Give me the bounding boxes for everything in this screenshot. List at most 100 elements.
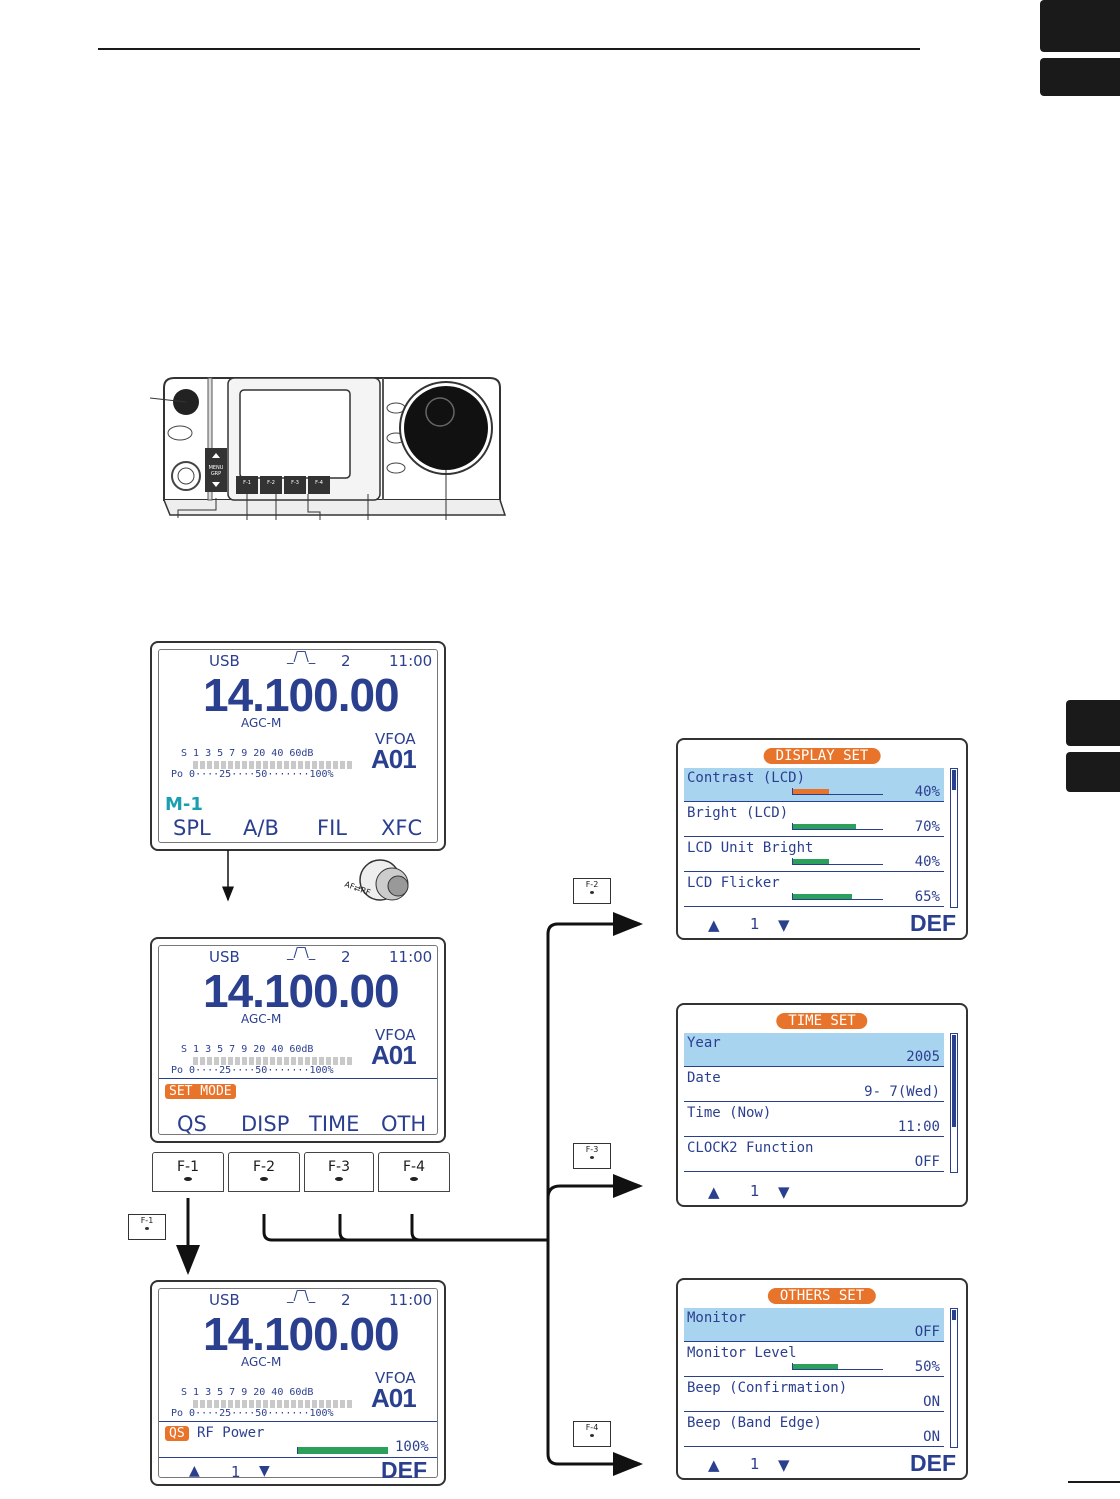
qs-item-label: RF Power [197, 1425, 265, 1441]
display-set-row-flicker-value: 65% [914, 889, 940, 905]
others-set-row-beep-edge-label: Beep (Band Edge) [687, 1415, 822, 1431]
function-key-f1-label: F-1 [176, 1159, 199, 1175]
others-set-scroll-thumb[interactable] [952, 1310, 956, 1320]
display-set-up-icon[interactable]: ▲ [708, 916, 720, 934]
others-set-row-beep-confirm[interactable]: Beep (Confirmation) ON [684, 1378, 944, 1412]
time-set-scrollbar[interactable] [950, 1033, 958, 1173]
others-set-up-icon[interactable]: ▲ [708, 1456, 720, 1474]
others-set-title: OTHERS SET [767, 1288, 877, 1304]
others-set-row-monitor-level-label: Monitor Level [687, 1345, 797, 1361]
time-set-scroll-thumb[interactable] [952, 1035, 956, 1127]
display-set-row-flicker-label: LCD Flicker [687, 875, 780, 891]
time-set-row-clock2[interactable]: CLOCK2 Function OFF [684, 1138, 944, 1172]
time-set-row-time-label: Time (Now) [687, 1105, 772, 1121]
display-set-row-bright-value: 70% [914, 819, 940, 835]
others-set-row-monitor-label: Monitor [687, 1310, 747, 1326]
key-icon-f4: F-4 [573, 1421, 611, 1447]
qs-level-bar [297, 1447, 388, 1454]
display-set-down-icon[interactable]: ▼ [778, 916, 790, 934]
po-meter-scale-2: Po 0····25····50·······100% [171, 1065, 334, 1076]
display-set-row-contrast-bar [792, 788, 883, 795]
frequency-readout: 14.100.00 [203, 669, 400, 721]
time-set-down-icon[interactable]: ▼ [778, 1183, 790, 1201]
display-set-row-contrast[interactable]: Contrast (LCD) 40% [684, 768, 944, 802]
display-set-row-unit-bright-bar [792, 858, 883, 865]
s-meter-bar-3 [193, 1400, 353, 1408]
others-set-def-label[interactable]: DEF [910, 1450, 956, 1476]
display-set-scroll-thumb[interactable] [952, 770, 956, 790]
radio-illustration: MENU GRP F-1 F-2 F-3 F-4 [150, 370, 520, 530]
function-key-f2[interactable]: F-2 [228, 1152, 300, 1192]
radio-menu-label: MENU [209, 465, 224, 471]
side-tab-2 [1040, 58, 1120, 96]
others-set-row-monitor-level-bar [792, 1363, 883, 1370]
qs-page: 1 [231, 1463, 241, 1481]
key-icon-f4-label: F-4 [585, 1423, 599, 1432]
header-rule [98, 48, 920, 50]
time-set-row-clock2-value: OFF [914, 1154, 940, 1170]
display-set-row-bright[interactable]: Bright (LCD) 70% [684, 803, 944, 837]
time-set-row-date[interactable]: Date 9- 7(Wed) [684, 1068, 944, 1102]
radio-key-f2: F-2 [267, 480, 275, 486]
s-meter-bar-2 [193, 1057, 353, 1065]
s-meter-scale-3: S 1 3 5 7 9 20 40 60dB [181, 1387, 314, 1398]
display-set-row-unit-bright[interactable]: LCD Unit Bright 40% [684, 838, 944, 872]
qs-display-screen: USB _/‾\_ 2 11:00 14.100.00 AGC-M VFOA S… [150, 1280, 446, 1486]
display-set-row-contrast-fill [793, 789, 829, 794]
radio-key-f3: F-3 [291, 480, 299, 486]
time-set-row-time-value: 11:00 [897, 1119, 940, 1135]
others-set-row-monitor[interactable]: Monitor OFF [684, 1308, 944, 1342]
radio-drawing: MENU GRP F-1 F-2 F-3 F-4 [150, 377, 507, 520]
frequency-readout-3: 14.100.00 [203, 1308, 400, 1360]
qs-divider [159, 1421, 437, 1422]
others-set-row-monitor-level-value: 50% [914, 1359, 940, 1375]
function-key-f4[interactable]: F-4 [378, 1152, 450, 1192]
display-set-row-unit-bright-fill [793, 859, 829, 864]
time-set-footer: ▲ 1 ▼ [678, 1177, 966, 1205]
time-set-row-year[interactable]: Year 2005 [684, 1033, 944, 1067]
time-set-screen: TIME SET Year 2005 Date 9- 7(Wed) Time (… [676, 1003, 968, 1207]
memory-channel-3: A01 [371, 1383, 417, 1413]
others-set-row-beep-confirm-label: Beep (Confirmation) [687, 1380, 848, 1396]
key-icon-f1-label: F-1 [140, 1216, 154, 1225]
main-display-screen: USB _/‾\_ 2 11:00 14.100.00 AGC-M VFOA S… [150, 641, 446, 851]
po-meter-scale-3: Po 0····25····50·······100% [171, 1408, 334, 1419]
others-set-footer: ▲ 1 ▼ DEF [678, 1450, 966, 1478]
others-set-scrollbar[interactable] [950, 1308, 958, 1448]
display-set-row-flicker[interactable]: LCD Flicker 65% [684, 873, 944, 907]
vfo-label-3: VFOA [375, 1369, 416, 1387]
key-icon-f1: F-1 [128, 1214, 166, 1240]
others-set-row-monitor-level[interactable]: Monitor Level 50% [684, 1343, 944, 1377]
side-tab-4 [1066, 752, 1120, 792]
display-set-row-unit-bright-value: 40% [914, 854, 940, 870]
agc-label-2: AGC-M [241, 1012, 282, 1026]
display-set-row-bright-label: Bright (LCD) [687, 805, 789, 821]
display-set-row-contrast-value: 40% [914, 784, 940, 800]
filter-icon-2: _/‾\_ [287, 946, 316, 961]
qs-footer-divider [159, 1457, 437, 1458]
key-icon-f2: F-2 [573, 878, 611, 904]
filter-icon: _/‾\_ [287, 650, 316, 665]
display-set-def-label[interactable]: DEF [910, 910, 956, 936]
function-key-f3[interactable]: F-3 [304, 1152, 374, 1192]
others-set-row-beep-edge[interactable]: Beep (Band Edge) ON [684, 1413, 944, 1447]
time-set-title: TIME SET [776, 1013, 868, 1029]
memory-name: M-1 [165, 794, 203, 815]
clock-2: 11:00 [389, 948, 433, 966]
qs-tag: QS [165, 1426, 189, 1441]
others-set-row-beep-confirm-value: ON [923, 1394, 940, 1410]
qs-def-label: DEF [381, 1457, 427, 1483]
others-set-down-icon[interactable]: ▼ [778, 1456, 790, 1474]
display-set-row-bright-fill [793, 824, 856, 829]
function-key-f1[interactable]: F-1 [152, 1152, 224, 1192]
display-set-scrollbar[interactable] [950, 768, 958, 908]
filter-number-3: 2 [341, 1291, 351, 1309]
time-set-row-time[interactable]: Time (Now) 11:00 [684, 1103, 944, 1137]
key-icon-f3-label: F-3 [585, 1145, 599, 1154]
agc-label-3: AGC-M [241, 1355, 282, 1369]
time-set-up-icon[interactable]: ▲ [708, 1183, 720, 1201]
display-set-title: DISPLAY SET [763, 748, 881, 764]
softkey-qs: QS [177, 1112, 207, 1136]
function-key-f4-label: F-4 [402, 1159, 425, 1175]
memory-channel: A01 [371, 744, 417, 774]
